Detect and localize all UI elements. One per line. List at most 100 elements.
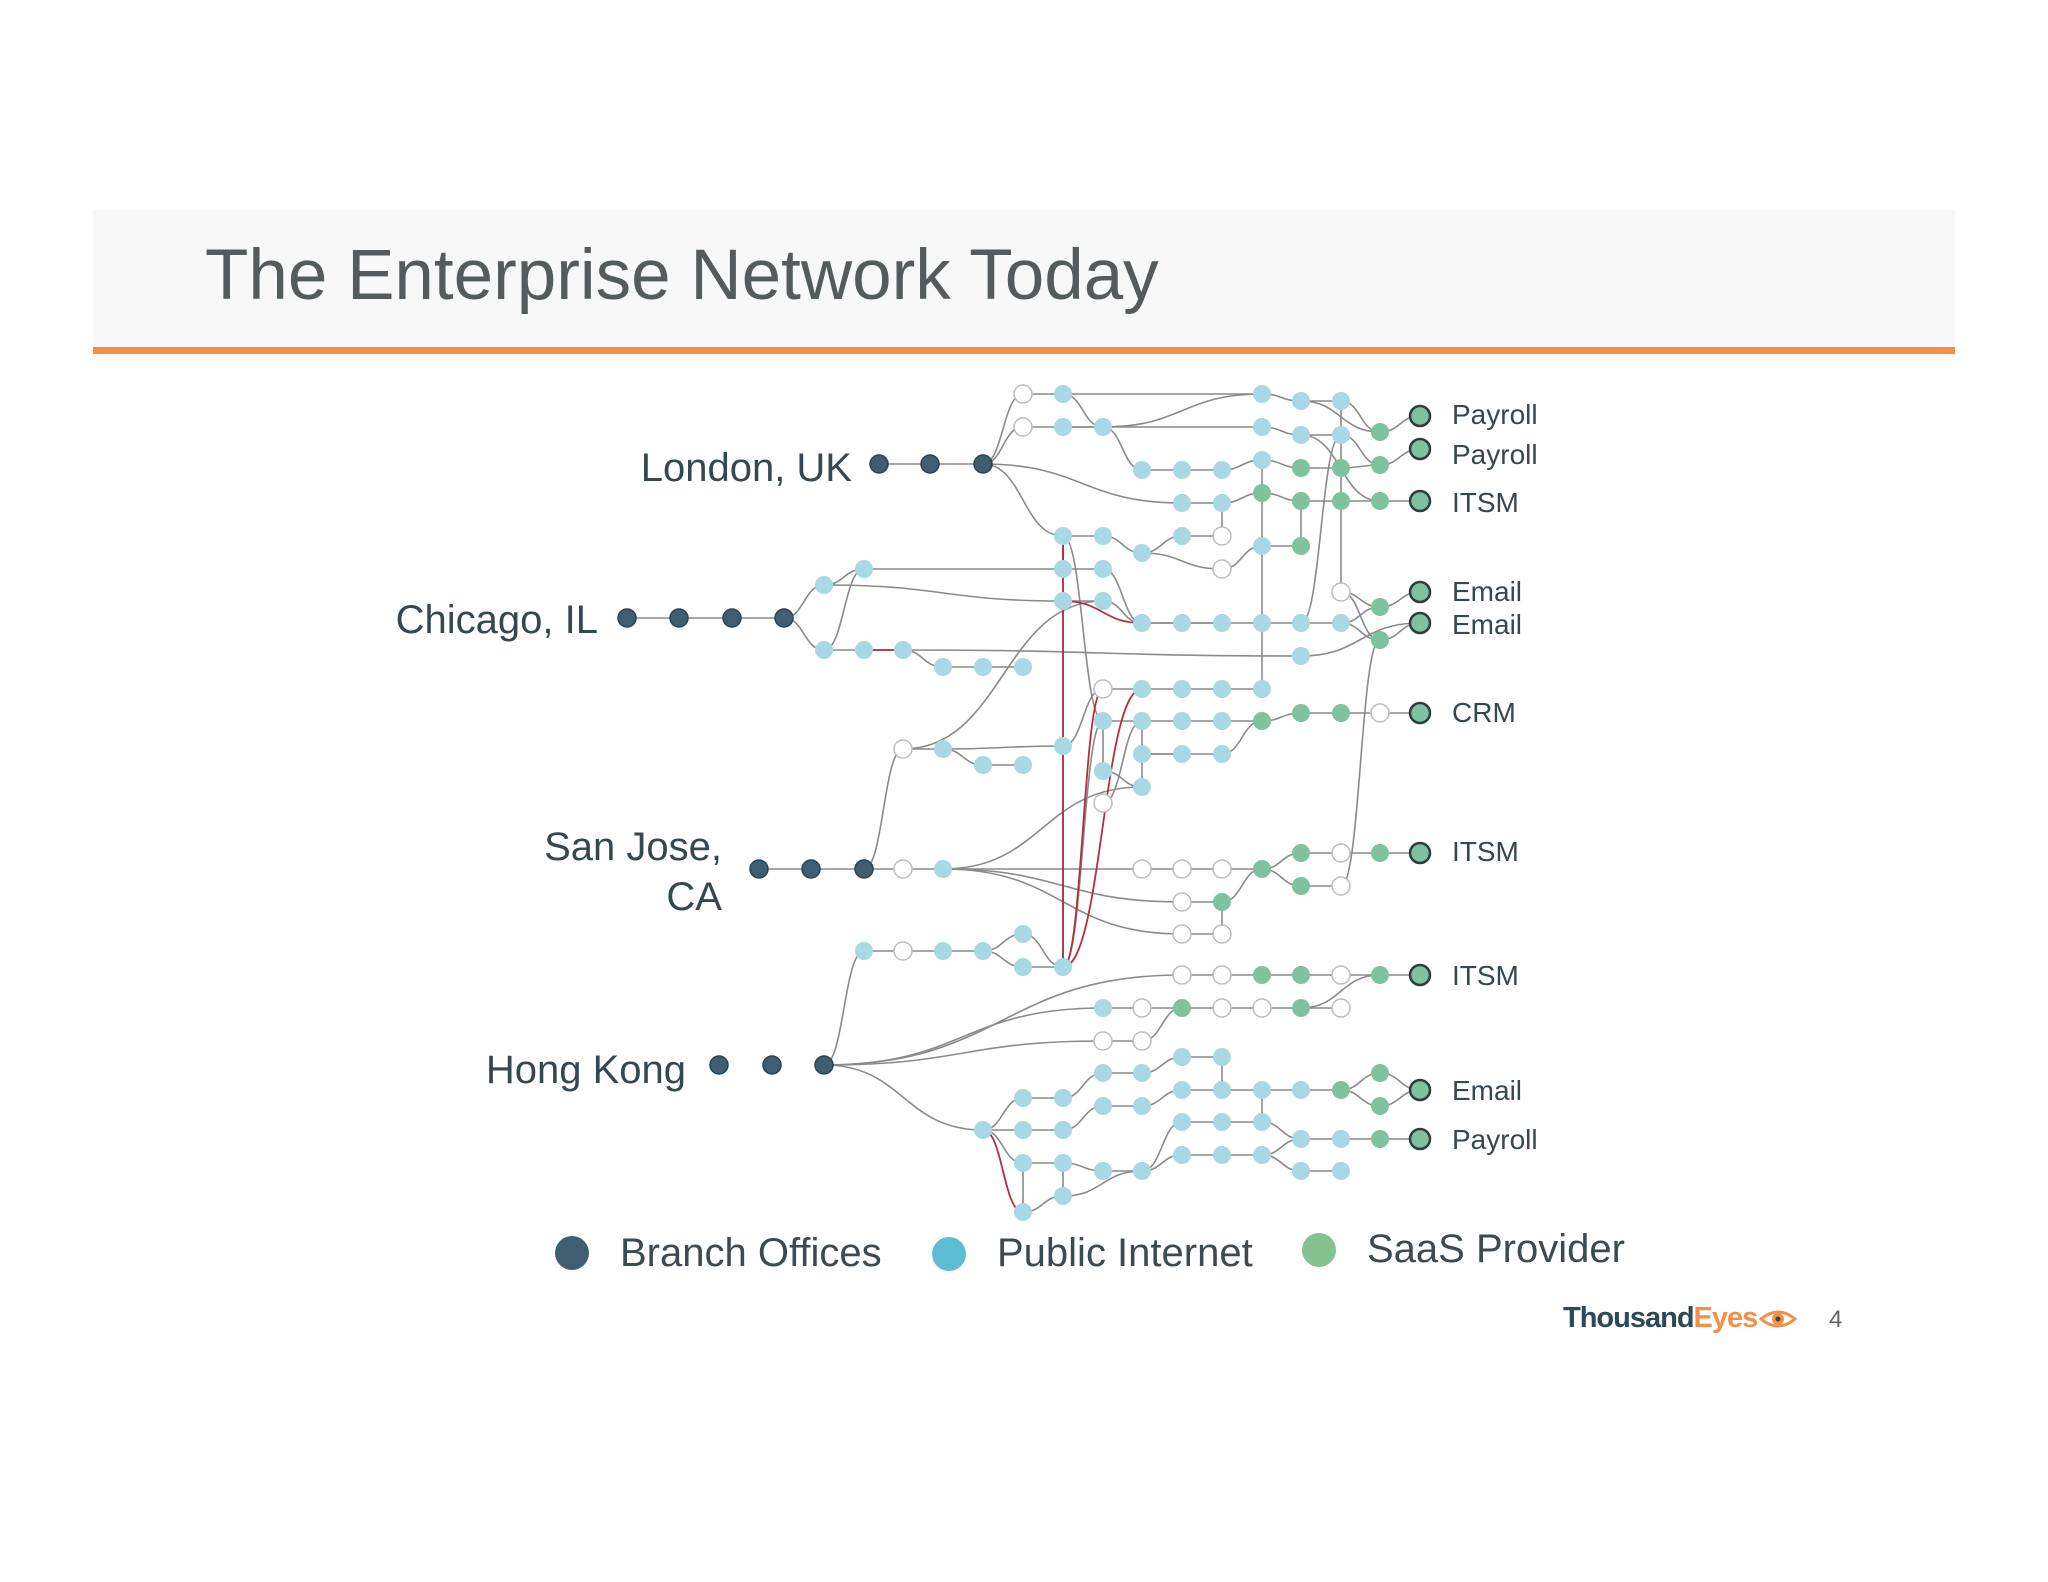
saas-hop-node <box>1371 423 1389 441</box>
branch-node <box>617 608 637 628</box>
network-link <box>1062 688 1143 968</box>
internet-hop-node <box>1133 680 1151 698</box>
internet-hop-node <box>974 1121 992 1139</box>
saas-hop-node <box>1292 704 1310 722</box>
internet-hop-node <box>855 942 873 960</box>
internet-hop-node <box>1253 614 1271 632</box>
internet-hop-node <box>1332 392 1350 410</box>
internet-hop-node <box>1094 999 1112 1017</box>
internet-hop-node <box>1292 426 1310 444</box>
internet-hop-node <box>1133 1064 1151 1082</box>
network-link <box>1340 639 1381 887</box>
internet-hop-node <box>1173 494 1191 512</box>
internet-hop-node <box>934 942 952 960</box>
internet-hop-node <box>974 756 992 774</box>
unresponsive-hop-node <box>1132 1031 1152 1051</box>
internet-hop-node <box>1014 1089 1032 1107</box>
network-link <box>823 1007 1104 1066</box>
internet-hop-node <box>1332 1130 1350 1148</box>
saas-hop-node <box>1253 712 1271 730</box>
internet-hop-node <box>1014 756 1032 774</box>
destination-label-itsm: ITSM <box>1452 836 1519 867</box>
internet-hop-node <box>855 560 873 578</box>
internet-hop-node <box>1173 1113 1191 1131</box>
network-link <box>982 463 1183 504</box>
internet-hop-node <box>1292 1130 1310 1148</box>
internet-hop-node <box>1173 1048 1191 1066</box>
location-label-sanjose-line2: CA <box>666 875 722 919</box>
unresponsive-hop-node <box>1212 998 1232 1018</box>
network-link <box>823 1064 984 1131</box>
saas-hop-node <box>1292 966 1310 984</box>
internet-hop-node <box>1054 385 1072 403</box>
saas-hop-node <box>1253 484 1271 502</box>
internet-hop-node <box>1133 461 1151 479</box>
internet-hop-node <box>1292 647 1310 665</box>
legend-label-internet: Public Internet <box>997 1231 1253 1275</box>
branch-node <box>973 454 993 474</box>
unresponsive-hop-node <box>1132 998 1152 1018</box>
internet-hop-node <box>855 641 873 659</box>
unresponsive-hop-node <box>1370 703 1390 723</box>
internet-hop-node <box>1213 680 1231 698</box>
network-link <box>902 649 1302 657</box>
internet-hop-node <box>1054 1121 1072 1139</box>
saas-hop-node <box>1371 966 1389 984</box>
legend-marker-saas <box>1302 1233 1336 1267</box>
network-nodes <box>617 384 1432 1221</box>
network-link <box>982 463 1064 537</box>
network-link <box>902 600 1104 750</box>
destination-label-email: Email <box>1452 576 1522 607</box>
internet-hop-node <box>1054 958 1072 976</box>
internet-hop-node <box>1173 527 1191 545</box>
legend-label-branch: Branch Offices <box>620 1231 882 1275</box>
branch-node <box>774 608 794 628</box>
internet-hop-node <box>815 641 833 659</box>
logo-text-thousand: Thousand <box>1563 1302 1695 1334</box>
unresponsive-hop-node <box>1132 859 1152 879</box>
internet-hop-node <box>1054 1089 1072 1107</box>
saas-hop-node <box>1371 456 1389 474</box>
saas-hop-node <box>1332 492 1350 510</box>
internet-hop-node <box>1014 925 1032 943</box>
branch-node <box>854 859 874 879</box>
branch-node <box>749 859 769 879</box>
network-link <box>942 786 1143 870</box>
branch-node <box>801 859 821 879</box>
network-link <box>1062 600 1143 624</box>
branch-node <box>814 1055 834 1075</box>
destination-node <box>1408 1127 1432 1151</box>
unresponsive-hop-node <box>893 941 913 961</box>
internet-hop-node <box>1133 745 1151 763</box>
internet-hop-node <box>1213 745 1231 763</box>
unresponsive-hop-node <box>1212 965 1232 985</box>
network-link <box>1300 974 1381 1009</box>
unresponsive-hop-node <box>893 859 913 879</box>
internet-hop-node <box>894 641 912 659</box>
saas-hop-node <box>1371 631 1389 649</box>
internet-hop-node <box>1133 712 1151 730</box>
internet-hop-node <box>1133 614 1151 632</box>
network-link <box>823 584 1064 602</box>
saas-hop-node <box>1213 893 1231 911</box>
internet-hop-node <box>1133 544 1151 562</box>
logo-text-eyes: Eyes <box>1693 1302 1759 1334</box>
internet-hop-node <box>1213 1113 1231 1131</box>
network-link <box>863 748 904 870</box>
internet-hop-node <box>1054 1154 1072 1172</box>
unresponsive-hop-node <box>1172 892 1192 912</box>
unresponsive-hop-node <box>1172 965 1192 985</box>
internet-hop-node <box>1054 418 1072 436</box>
branch-node <box>762 1055 782 1075</box>
internet-hop-node <box>1253 418 1271 436</box>
internet-hop-node <box>934 658 952 676</box>
network-link <box>1102 393 1263 428</box>
legend: Branch Offices Public Internet SaaS Prov… <box>555 1227 1625 1275</box>
internet-hop-node <box>934 860 952 878</box>
internet-hop-node <box>1173 712 1191 730</box>
saas-hop-node <box>1371 1064 1389 1082</box>
saas-hop-node <box>1292 877 1310 895</box>
saas-hop-node <box>1292 844 1310 862</box>
location-label-sanjose-line1: San Jose, <box>544 825 722 869</box>
unresponsive-hop-node <box>1331 876 1351 896</box>
